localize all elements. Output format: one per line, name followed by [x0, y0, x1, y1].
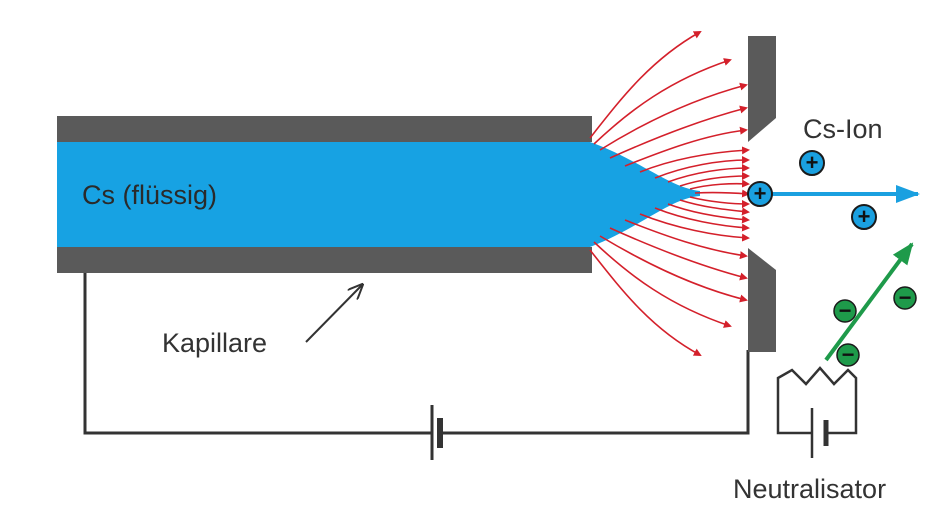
neutralizer-label: Neutralisator — [733, 474, 886, 504]
capillary-top-wall — [57, 116, 592, 142]
cs-ion-label: Cs-Ion — [803, 114, 883, 144]
neutralizer-circuit — [776, 366, 858, 435]
liquid-cesium — [57, 142, 700, 247]
electron: − — [836, 342, 860, 367]
circuit-wires — [83, 272, 750, 435]
svg-text:+: + — [858, 204, 871, 229]
svg-text:−: − — [842, 342, 855, 367]
electron: − — [833, 298, 857, 323]
svg-text:−: − — [839, 298, 852, 323]
liquid-cesium-label: Cs (flüssig) — [82, 180, 217, 210]
battery-symbol — [430, 405, 443, 460]
capillary-pointer-arrow — [305, 285, 362, 343]
extractor-electrode-upper — [748, 36, 776, 142]
electron-beam-arrow — [824, 242, 914, 362]
cs-ion: + — [799, 150, 825, 176]
extractor-electrode-lower — [748, 248, 776, 352]
capillary-bottom-wall — [57, 247, 592, 273]
svg-text:+: + — [754, 181, 767, 206]
cs-ion: + — [747, 181, 773, 207]
svg-text:−: − — [899, 285, 912, 310]
cs-ion: + — [851, 204, 877, 230]
svg-text:+: + — [806, 150, 819, 175]
electric-field-lines — [589, 31, 750, 356]
capillary-label: Kapillare — [162, 328, 267, 358]
electron: − — [893, 285, 917, 310]
neutralizer-battery-symbol — [810, 408, 829, 458]
